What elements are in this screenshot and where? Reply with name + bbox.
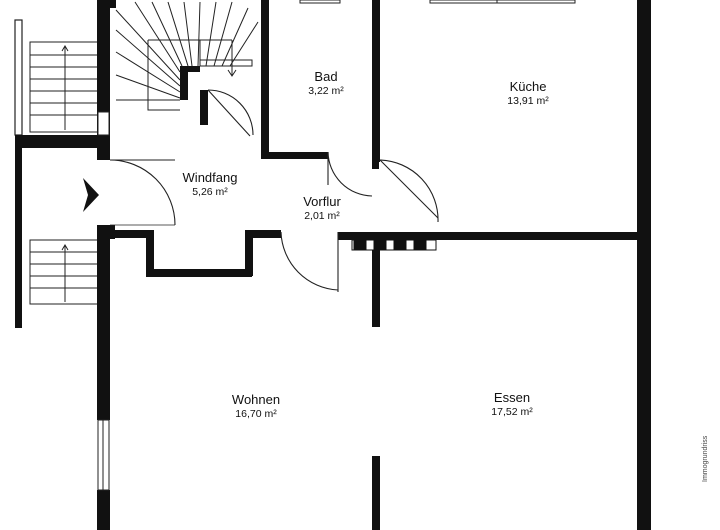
room-area: 13,91 m² xyxy=(507,95,549,107)
entrance-stairs-bottom xyxy=(29,239,99,305)
sliding-element xyxy=(351,239,437,251)
room-label-vorflur: Vorflur 2,01 m² xyxy=(303,194,341,223)
room-name: Küche xyxy=(509,79,547,94)
staircase xyxy=(115,1,259,111)
room-name: Windfang xyxy=(182,170,238,185)
entrance-arrow-icon xyxy=(83,178,99,212)
walls xyxy=(15,0,651,530)
windows xyxy=(97,0,576,491)
railing xyxy=(14,19,23,136)
room-area: 3,22 m² xyxy=(308,85,344,97)
room-area: 16,70 m² xyxy=(235,408,277,420)
watermark: Immogrundriss xyxy=(702,435,709,482)
room-name: Essen xyxy=(493,390,531,405)
room-label-kueche: Küche 13,91 m² xyxy=(507,79,548,108)
room-label-wohnen: Wohnen 16,70 m² xyxy=(232,392,280,421)
room-name: Wohnen xyxy=(231,392,281,407)
room-name: Bad xyxy=(314,69,338,84)
room-label-essen: Essen 17,52 m² xyxy=(491,390,532,419)
room-area: 17,52 m² xyxy=(491,406,533,418)
room-label-windfang: Windfang 5,26 m² xyxy=(183,170,238,199)
room-area: 2,01 m² xyxy=(304,210,340,222)
room-label-bad: Bad 3,22 m² xyxy=(308,69,344,98)
entrance-stairs-top xyxy=(29,41,99,133)
room-name: Vorflur xyxy=(303,194,341,209)
room-area: 5,26 m² xyxy=(192,186,228,198)
doors xyxy=(109,89,439,292)
